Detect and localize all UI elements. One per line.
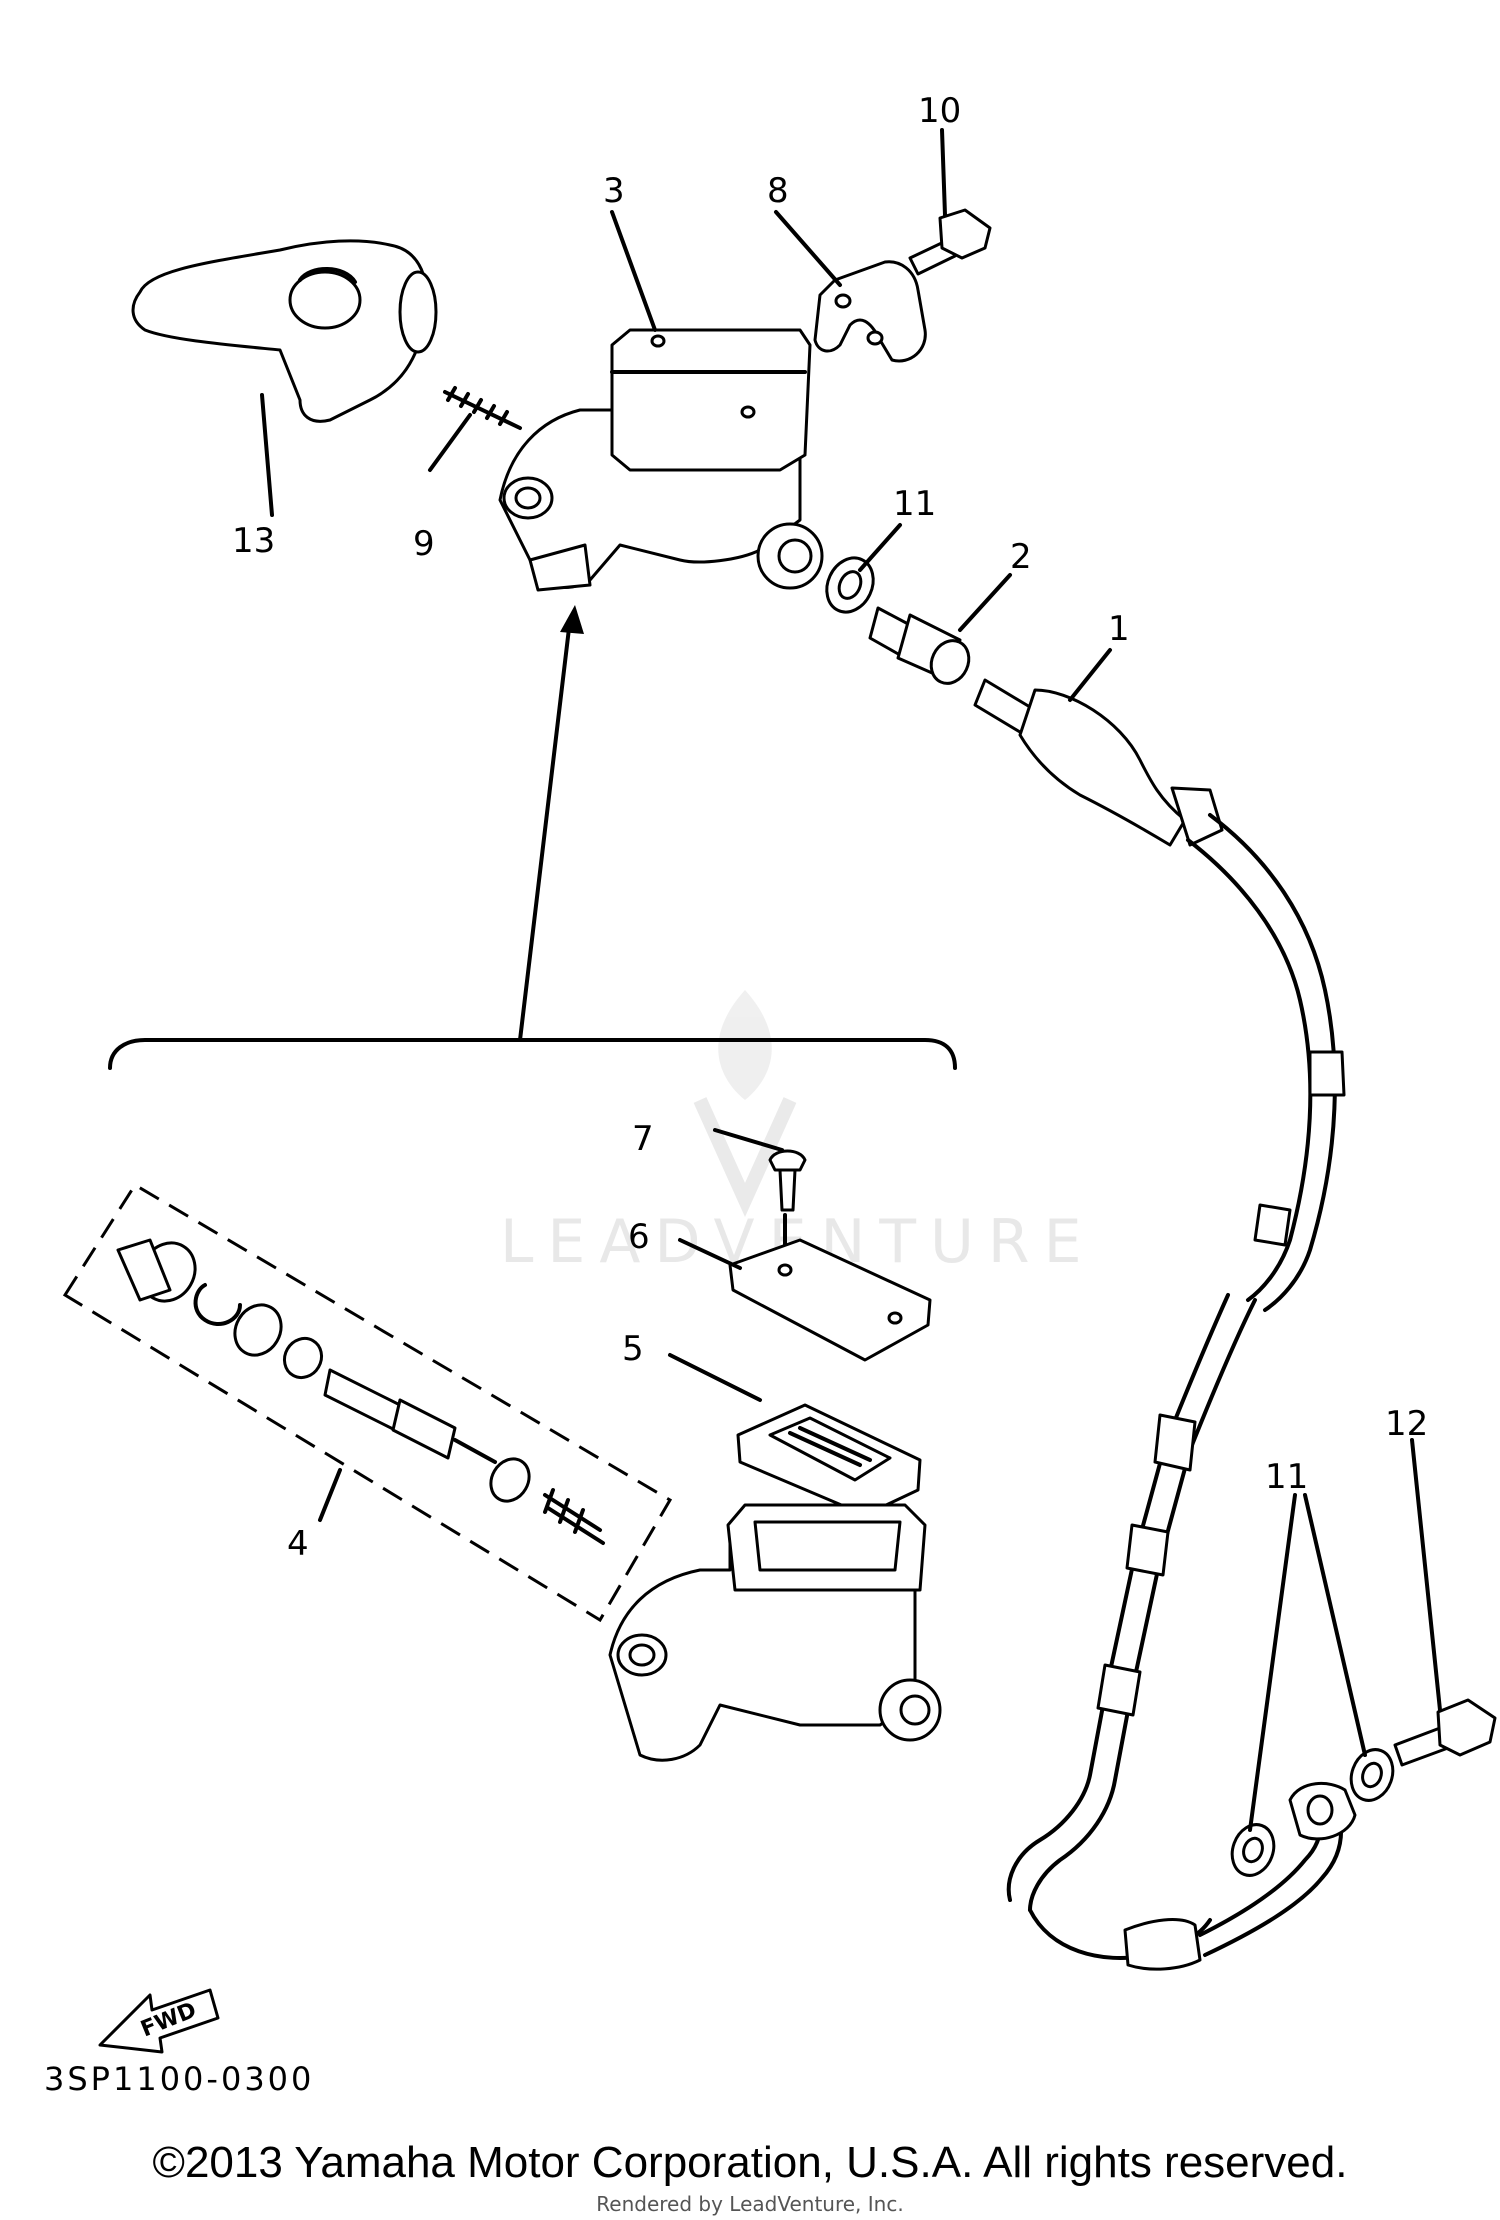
callout-11-bottom: 11 — [1265, 1457, 1308, 1497]
lever-boot-part — [131, 239, 438, 423]
callout-3: 3 — [603, 171, 625, 211]
callout-5: 5 — [622, 1329, 644, 1369]
clamp-bolt-part — [908, 208, 992, 276]
union-bolt-part — [868, 606, 971, 685]
rendered-by-note: Rendered by LeadVenture, Inc. — [596, 2192, 904, 2216]
washer-bottom-parts — [1230, 1748, 1395, 1877]
callout-7: 7 — [632, 1119, 654, 1159]
callout-11-top: 11 — [893, 484, 936, 524]
callout-10: 10 — [918, 91, 961, 131]
piston-kit-part — [62, 1182, 673, 1623]
callout-8: 8 — [767, 171, 789, 211]
clamp-bracket-part — [813, 260, 927, 363]
cover-screw-part — [768, 1149, 807, 1247]
pivot-bolt-part — [443, 386, 522, 430]
brake-hose-part — [973, 678, 1357, 1971]
callout-1: 1 — [1108, 609, 1130, 649]
union-bolt-bottom-part — [1393, 1698, 1497, 1767]
copyright-notice: ©2013 Yamaha Motor Corporation, U.S.A. A… — [152, 2138, 1348, 2187]
exploded-view-bracket — [108, 605, 957, 1070]
callout-13: 13 — [232, 521, 275, 561]
diagram-code: 3SP1100-0300 — [44, 2060, 315, 2098]
callout-2: 2 — [1010, 537, 1032, 577]
master-cylinder-body-part — [608, 1503, 942, 1762]
watermark-logo: LEADVENTURE — [500, 990, 1082, 1277]
callout-labels: 1 2 3 4 5 6 7 8 9 10 11 11 12 13 — [232, 91, 1428, 1564]
diaphragm-part — [736, 1403, 922, 1517]
callout-9: 9 — [413, 524, 435, 564]
fwd-direction-arrow: FWD — [98, 1988, 220, 2054]
washer-top-part — [825, 556, 875, 614]
master-cylinder-part — [498, 328, 824, 592]
callout-leaders — [260, 128, 1442, 1832]
callout-4: 4 — [287, 1524, 309, 1564]
reservoir-cap-part — [728, 1238, 932, 1362]
callout-6: 6 — [628, 1217, 650, 1257]
callout-12: 12 — [1385, 1404, 1428, 1444]
